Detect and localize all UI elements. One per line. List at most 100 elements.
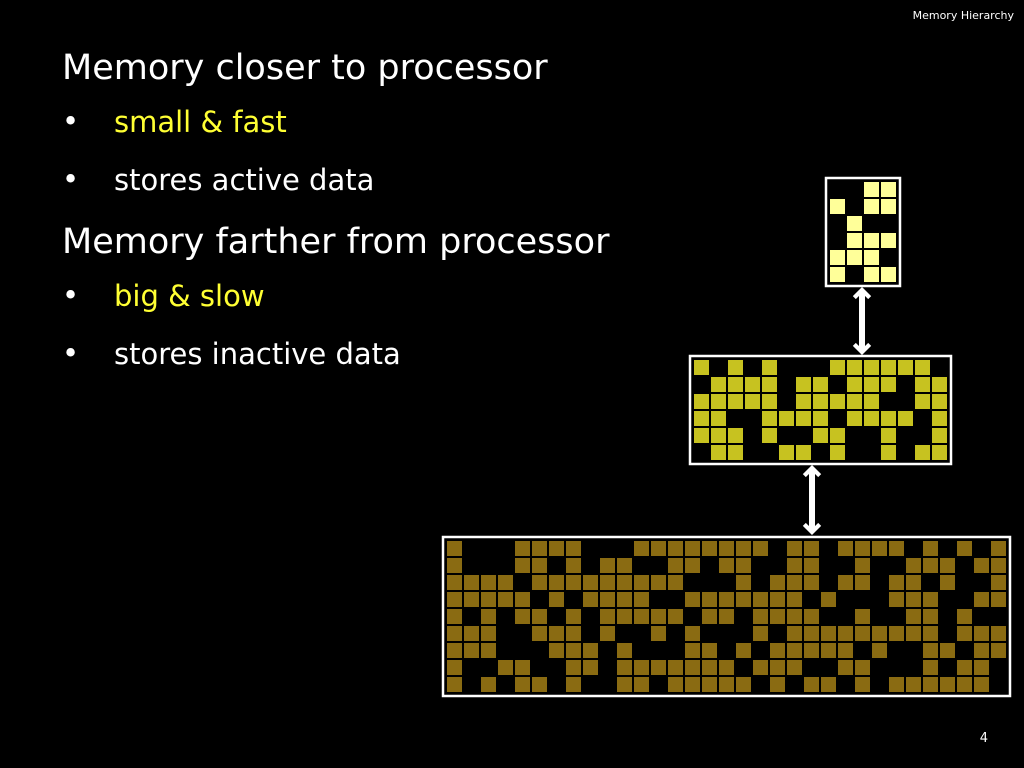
memory-cell [923, 558, 938, 573]
memory-cell [864, 250, 879, 265]
memory-cell [991, 575, 1006, 590]
memory-cell [889, 592, 904, 607]
memory-cell [957, 660, 972, 675]
memory-cell [830, 250, 845, 265]
memory-cell [847, 216, 862, 231]
memory-cell [668, 660, 683, 675]
memory-cell [702, 677, 717, 692]
memory-cell [583, 660, 598, 675]
memory-cell [617, 558, 632, 573]
memory-cell [889, 541, 904, 556]
memory-cell [991, 626, 1006, 641]
memory-cell [915, 377, 930, 392]
memory-cell [864, 233, 879, 248]
memory-cell [881, 267, 896, 282]
memory-cell [694, 428, 709, 443]
memory-cell [736, 592, 751, 607]
memory-cell [906, 592, 921, 607]
memory-cell [549, 592, 564, 607]
memory-cell [549, 541, 564, 556]
memory-cell [821, 677, 836, 692]
bullet-l2: • stores active data [62, 162, 702, 198]
memory-cell [864, 411, 879, 426]
memory-cell [668, 541, 683, 556]
memory-cell [838, 575, 853, 590]
memory-cell [974, 626, 989, 641]
memory-cell [804, 609, 819, 624]
bullet-l2: • big & slow [62, 278, 702, 314]
memory-cell [583, 643, 598, 658]
memory-cell [762, 394, 777, 409]
memory-cell [804, 541, 819, 556]
memory-cell [600, 626, 615, 641]
memory-cell [923, 541, 938, 556]
memory-cell [957, 677, 972, 692]
memory-cell [685, 558, 700, 573]
memory-cell [864, 267, 879, 282]
memory-cell [617, 575, 632, 590]
memory-cell [787, 660, 802, 675]
bullet-l1: Memory farther from processor [62, 222, 610, 262]
memory-cell [787, 541, 802, 556]
memory-cell [813, 394, 828, 409]
memory-cell [532, 609, 547, 624]
memory-cell [515, 541, 530, 556]
memory-cell [566, 558, 581, 573]
memory-cell [736, 575, 751, 590]
memory-cell [762, 428, 777, 443]
memory-cell [481, 643, 496, 658]
memory-cell [932, 445, 947, 460]
memory-cell [719, 609, 734, 624]
memory-cell [736, 558, 751, 573]
memory-cell [498, 575, 513, 590]
memory-cell [651, 541, 666, 556]
memory-cell [991, 541, 1006, 556]
memory-cell [447, 609, 462, 624]
memory-cell [881, 377, 896, 392]
memory-cell [881, 199, 896, 214]
memory-cell [481, 626, 496, 641]
memory-cell [549, 626, 564, 641]
memory-cell [821, 592, 836, 607]
memory-cell [532, 558, 547, 573]
memory-cell [881, 233, 896, 248]
bullet-l1: Memory closer to processor [62, 48, 548, 88]
memory-cell [634, 677, 649, 692]
memory-cell [532, 677, 547, 692]
memory-cell [753, 592, 768, 607]
memory-cell [753, 660, 768, 675]
memory-cell [940, 643, 955, 658]
bullet-text: small & fast [114, 105, 287, 139]
memory-cell [736, 677, 751, 692]
memory-cell [813, 428, 828, 443]
memory-cell [830, 445, 845, 460]
memory-cell [753, 541, 768, 556]
memory-cell [923, 643, 938, 658]
memory-cell [923, 677, 938, 692]
memory-cell [838, 660, 853, 675]
memory-cell [668, 558, 683, 573]
memory-cell [566, 626, 581, 641]
memory-cell [498, 660, 513, 675]
memory-cell [447, 558, 462, 573]
memory-cell [736, 541, 751, 556]
memory-cell [847, 394, 862, 409]
memory-cell [923, 626, 938, 641]
memory-cell [728, 360, 743, 375]
memory-cell [566, 609, 581, 624]
memory-cell [685, 541, 700, 556]
memory-cell [889, 677, 904, 692]
memory-cell [762, 377, 777, 392]
memory-cell [464, 643, 479, 658]
mid-memory-block [688, 354, 953, 466]
memory-cell [600, 609, 615, 624]
memory-cell [881, 428, 896, 443]
memory-cell [770, 609, 785, 624]
memory-cell [830, 360, 845, 375]
bullet-l2: • small & fast [62, 104, 702, 140]
memory-cell [830, 199, 845, 214]
memory-cell [634, 575, 649, 590]
bullet-list: Memory closer to processor • small & fas… [62, 46, 702, 394]
bullet-l2: • stores inactive data [62, 336, 702, 372]
